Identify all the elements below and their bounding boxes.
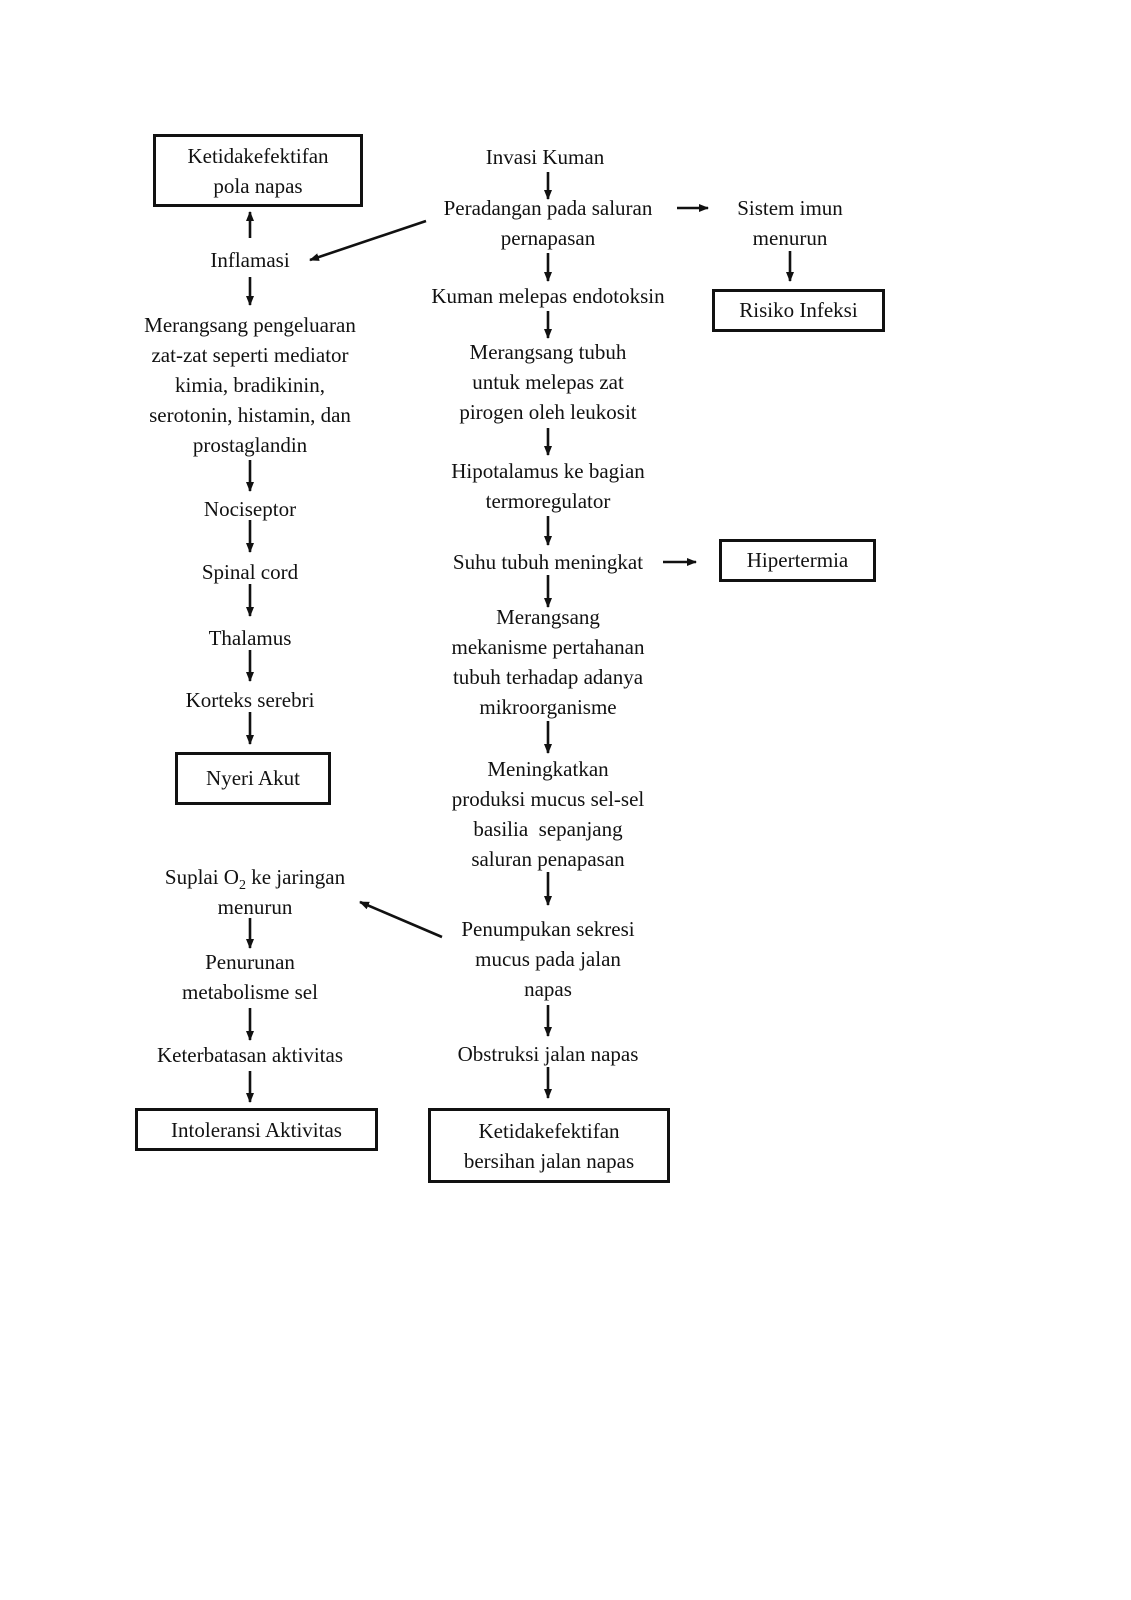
penurunan-metabolisme-label: Penurunan metabolisme sel	[182, 950, 318, 1004]
merangsang-pengeluaran-label: Merangsang pengeluaran zat-zat seperti m…	[144, 313, 356, 457]
penumpukan-sekresi-label: Penumpukan sekresi mucus pada jalan napa…	[461, 917, 635, 1001]
arrow-diagonal	[359, 900, 443, 939]
peradangan-label: Peradangan pada saluran pernapasan	[443, 196, 653, 250]
ketidakefektifan-bersihan-text: Ketidakefektifan bersihan jalan napas	[463, 1119, 635, 1173]
arrow-diagonal	[309, 219, 427, 262]
merangsang-tubuh-label: Merangsang tubuh untuk melepas zat pirog…	[459, 340, 637, 424]
keterbatasan-aktivitas-label: Keterbatasan aktivitas	[156, 1043, 343, 1067]
intoleransi-aktivitas-text: Intoleransi Aktivitas	[171, 1118, 342, 1142]
nyeri-akut-box: Nyeri Akut	[175, 752, 331, 805]
spinal-cord-label: Spinal cord	[201, 560, 299, 584]
sistem-imun-label: Sistem imun menurun	[737, 196, 843, 250]
risiko-infeksi-text: Risiko Infeksi	[739, 298, 858, 322]
intoleransi-aktivitas-box: Intoleransi Aktivitas	[135, 1108, 378, 1151]
korteks-serebri-label: Korteks serebri	[185, 688, 315, 712]
ketidakefektifan-pola-napas-box: Ketidakefektifan pola napas	[153, 134, 363, 207]
suplai-o2-label: Suplai O2 ke jaringan menurun	[164, 865, 346, 919]
ketidakefektifan-pola-napas-text: Ketidakefektifan pola napas	[187, 144, 329, 198]
merangsang-mekanisme-label: Merangsang mekanisme pertahanan tubuh te…	[451, 605, 645, 719]
nyeri-akut-text: Nyeri Akut	[206, 766, 300, 790]
risiko-infeksi-box: Risiko Infeksi	[712, 289, 885, 332]
hipotalamus-label: Hipotalamus ke bagian termoregulator	[451, 459, 645, 513]
invasi-kuman-label: Invasi Kuman	[485, 145, 605, 169]
hipertermia-text: Hipertermia	[746, 548, 849, 572]
inflamasi-label: Inflamasi	[210, 248, 290, 272]
obstruksi-label: Obstruksi jalan napas	[457, 1042, 639, 1066]
meningkatkan-produksi-label: Meningkatkan produksi mucus sel-sel basi…	[451, 757, 645, 871]
hipertermia-box: Hipertermia	[719, 539, 876, 582]
kuman-endotoksin-label: Kuman melepas endotoksin	[431, 284, 665, 308]
ketidakefektifan-bersihan-box: Ketidakefektifan bersihan jalan napas	[428, 1108, 670, 1183]
suhu-tubuh-label: Suhu tubuh meningkat	[452, 550, 644, 574]
thalamus-label: Thalamus	[208, 626, 292, 650]
nociseptor-label: Nociseptor	[203, 497, 297, 521]
